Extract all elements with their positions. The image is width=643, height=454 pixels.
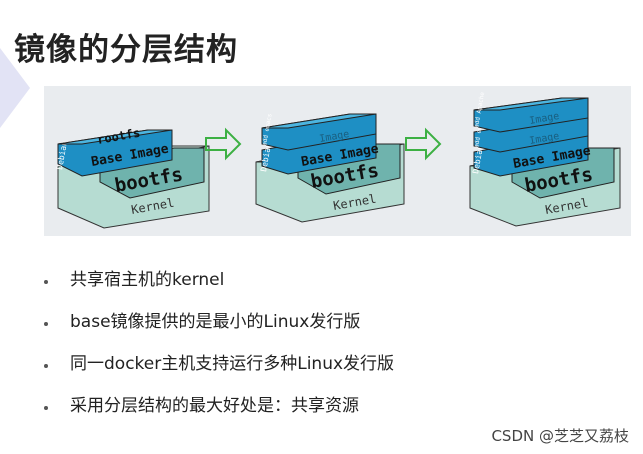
image-stack-1: Kernel bootfs Debian Base Image rootfs [55,126,210,229]
bullet-text: 共享宿主机的kernel [70,270,225,290]
apache-layer: add Apache Image [473,91,589,133]
layer-diagram: Kernel bootfs Debian Base Image rootfs [44,86,631,236]
list-item: 同一docker主机支持运行多种Linux发行版 [44,352,394,394]
bullet-dot-icon [44,322,48,326]
list-item: 共享宿主机的kernel [44,268,394,310]
bullet-list: 共享宿主机的kernel base镜像提供的是最小的Linux发行版 同一doc… [44,268,394,436]
arrow-right-icon [205,127,242,161]
bullet-text: 同一docker主机支持运行多种Linux发行版 [70,354,395,374]
base-image-layer: Debian Base Image [259,133,380,175]
watermark: CSDN @芝芝又荔枝 [491,427,629,445]
emacs-layer: add emacs Image [261,113,377,151]
bullet-text: base镜像提供的是最小的Linux发行版 [70,312,361,332]
apache-image-label: Image [529,111,561,127]
image-stack-3: Kernel bootfs Debian Base Image add emac… [469,91,621,227]
bullet-dot-icon [44,280,48,284]
page-title: 镜像的分层结构 [14,32,238,68]
emacs-image-label: Image [529,131,561,147]
arrow-right-icon [405,127,442,161]
list-item: 采用分层结构的最大好处是：共享资源 [44,394,394,436]
emacs-image-label: Image [319,129,351,145]
list-item: base镜像提供的是最小的Linux发行版 [44,310,394,352]
bullet-text: 采用分层结构的最大好处是：共享资源 [70,396,359,416]
bullet-dot-icon [44,406,48,410]
corner-decoration [0,48,30,128]
bullet-dot-icon [44,364,48,368]
image-stack-2: Kernel bootfs Debian Base Image add emac… [255,113,405,223]
